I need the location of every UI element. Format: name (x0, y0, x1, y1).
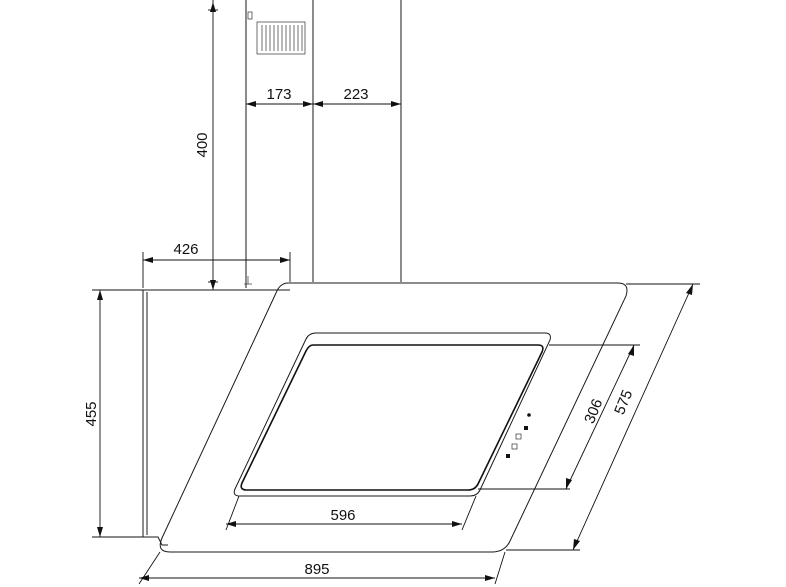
hood-body (142, 289, 290, 546)
dimension-223-label: 223 (343, 86, 368, 103)
dimension-575-label: 575 (611, 388, 636, 418)
dimension-173-label: 173 (266, 86, 291, 103)
dimension-306-label: 306 (581, 397, 606, 427)
viewing-window (233, 332, 551, 497)
dimension-173: 173 (246, 86, 313, 107)
dimension-596-label: 596 (330, 507, 355, 524)
dimension-596: 596 (225, 495, 477, 531)
dimension-455-label: 455 (83, 401, 100, 426)
dimension-575: 575 (506, 283, 700, 551)
dimension-895-label: 895 (304, 561, 329, 578)
dimension-306: 306 (478, 344, 640, 490)
dimension-895: 895 (138, 551, 506, 585)
vent-grille (247, 11, 306, 55)
dimension-426: 426 (142, 241, 291, 288)
glass-panel (159, 282, 628, 553)
control-buttons (506, 413, 531, 458)
dimension-400-label: 400 (194, 132, 211, 157)
dimension-223: 223 (313, 86, 401, 107)
dimension-455: 455 (83, 289, 143, 538)
chimney (244, 0, 402, 288)
dimension-426-label: 426 (173, 241, 198, 258)
dimension-400: 400 (194, 0, 218, 290)
